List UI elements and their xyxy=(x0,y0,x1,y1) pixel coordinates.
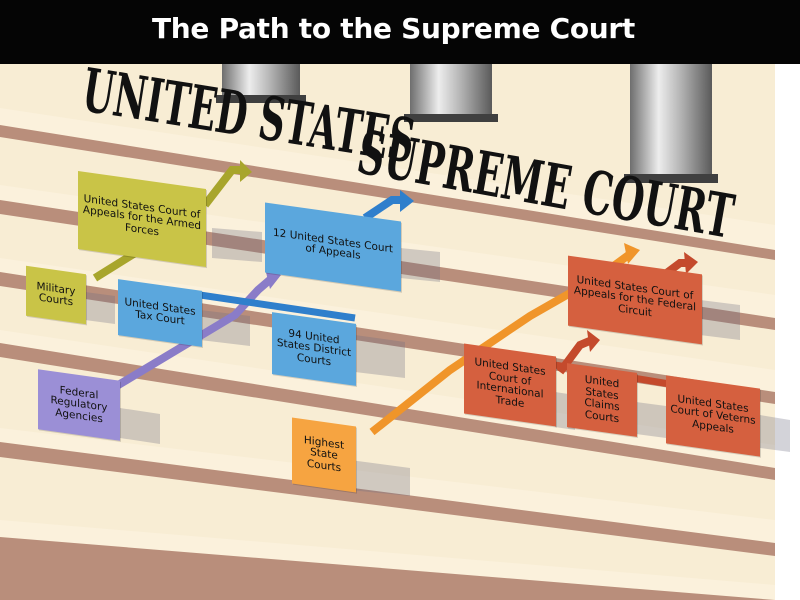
box-state: Highest State Courts xyxy=(292,417,356,493)
label-state: Highest State Courts xyxy=(303,433,345,475)
box-tax: United States Tax Court xyxy=(118,279,202,347)
arrow-lower-to-federal-circuit xyxy=(556,336,594,375)
label-veterans: United States Court of Veterns Appeals xyxy=(670,392,756,436)
column-right xyxy=(624,62,718,183)
box-veterans: United States Court of Veterns Appeals xyxy=(666,375,760,457)
box-military: Military Courts xyxy=(26,265,86,325)
label-claims: United States Claims Courts xyxy=(584,373,620,425)
label-federal-circuit: United States Court of Appeals for the F… xyxy=(573,273,697,320)
arrowhead-federal-circuit xyxy=(684,252,698,274)
header-bar xyxy=(0,0,800,64)
arrowhead-lower-federal xyxy=(587,330,600,352)
box-claims: United States Claims Courts xyxy=(567,363,637,437)
box-intl-trade: United States Court of International Tra… xyxy=(464,343,556,427)
arrowhead-appeals12 xyxy=(400,190,414,212)
label-tax: United States Tax Court xyxy=(124,295,196,328)
label-appeals12: 12 United States Court of Appeals xyxy=(273,226,393,262)
column-center xyxy=(404,62,498,122)
arrowhead-state xyxy=(624,243,640,264)
label-intl-trade: United States Court of International Tra… xyxy=(474,356,546,410)
header-title: The Path to the Supreme Court xyxy=(152,12,635,45)
label-military: Military Courts xyxy=(36,279,76,309)
label-regulatory: Federal Regulatory Agencies xyxy=(50,384,108,426)
box-district: 94 United States District Courts xyxy=(272,312,356,386)
arrowhead-armed-forces xyxy=(240,160,252,182)
column-left xyxy=(216,62,306,103)
label-armed-forces: United States Court of Appeals for the A… xyxy=(82,192,202,239)
box-regulatory: Federal Regulatory Agencies xyxy=(38,369,120,441)
label-district: 94 United States District Courts xyxy=(276,327,352,369)
